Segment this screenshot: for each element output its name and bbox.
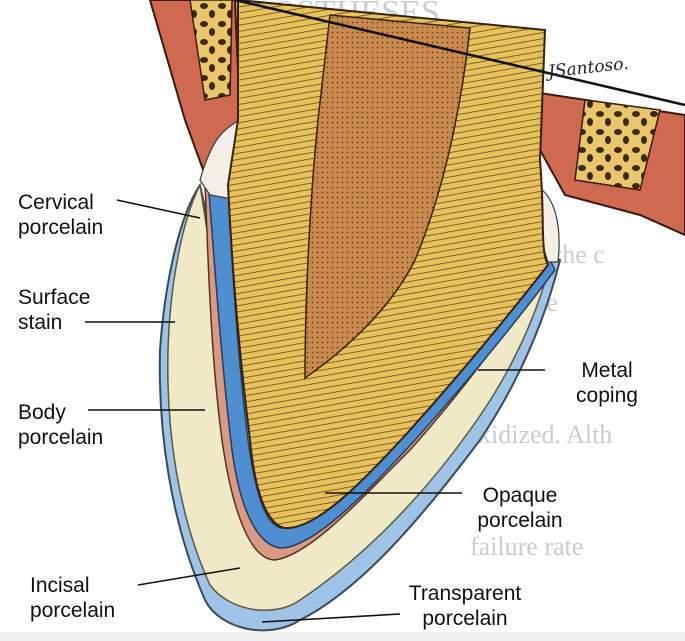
image-frame-bottom: [0, 632, 685, 641]
